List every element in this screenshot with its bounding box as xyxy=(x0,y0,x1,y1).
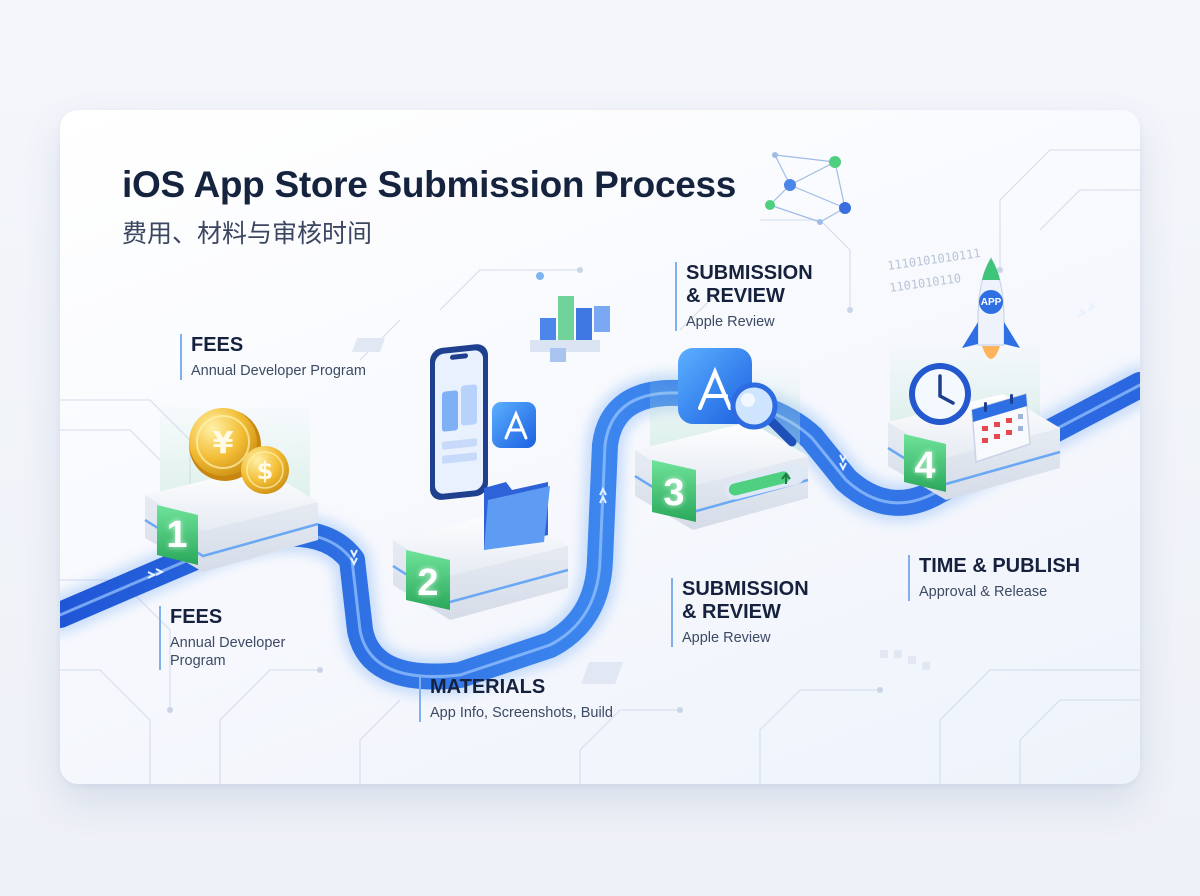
step-3-title-lower: SUBMISSION & REVIEW xyxy=(682,578,809,623)
svg-text:¥: ¥ xyxy=(213,426,234,461)
folder-icon xyxy=(484,482,550,550)
binary-line-2: 1101010110 xyxy=(888,271,961,295)
step-2-title: MATERIALS xyxy=(430,676,546,698)
step-2-label: MATERIALS App Info, Screenshots, Build xyxy=(419,676,613,722)
binary-line-1: 1110101010111 xyxy=(886,246,981,273)
svg-text:APP: APP xyxy=(981,297,1002,308)
step-1-description-lower: Annual Developer Program xyxy=(170,635,286,669)
dollar-coin-icon: $ xyxy=(241,446,289,494)
road-arrows xyxy=(147,302,1096,579)
step-1-title-upper: FEES xyxy=(191,334,244,356)
platform-1 xyxy=(144,467,319,572)
step-3-description-upper: Apple Review xyxy=(686,314,775,330)
step-4-description: Approval & Release xyxy=(919,584,1048,600)
step-4-label: TIME & PUBLISH Approval & Release xyxy=(908,555,1080,601)
clock-icon xyxy=(909,363,971,425)
step-2-description: App Info, Screenshots, Build xyxy=(430,705,613,721)
step-3-title-upper: SUBMISSION & REVIEW xyxy=(686,262,813,307)
decor-tiles xyxy=(351,338,930,684)
platform-3 xyxy=(634,422,809,530)
network-icon xyxy=(765,152,851,225)
step-1-number: 1 xyxy=(166,514,188,556)
page-subtitle: 费用、材料与审核时间 xyxy=(122,219,373,248)
yen-coin-icon: ¥ xyxy=(189,408,261,481)
step-1-title-lower: FEES xyxy=(170,606,223,628)
progress-bar-icon xyxy=(724,464,806,500)
phone-icon xyxy=(430,344,488,500)
process-illustration: 1110101010111 1101010110 xyxy=(60,149,1140,784)
svg-text:$: $ xyxy=(257,457,274,485)
badge-4 xyxy=(904,434,946,492)
step-3-number: 3 xyxy=(663,472,685,514)
badge-2 xyxy=(406,550,450,610)
badge-1 xyxy=(157,505,198,565)
step-1-label-lower: FEES Annual Developer Program xyxy=(159,606,285,670)
step-3-description-lower: Apple Review xyxy=(682,630,771,646)
app-store-icon xyxy=(492,402,536,448)
badge-3 xyxy=(652,460,696,522)
step-3-label-upper: SUBMISSION & REVIEW Apple Review xyxy=(675,262,813,331)
rocket-icon: APP xyxy=(962,256,1020,359)
bar-chart-icon xyxy=(530,296,610,362)
page-title: iOS App Store Submission Process xyxy=(122,164,737,205)
step-4-number: 4 xyxy=(914,445,936,487)
step-2-number: 2 xyxy=(417,562,439,604)
calendar-icon xyxy=(971,393,1031,464)
step-1-description-upper: Annual Developer Program xyxy=(191,363,366,379)
magnifier-icon xyxy=(730,382,797,447)
step-4-title: TIME & PUBLISH xyxy=(919,555,1081,577)
step-1-label-upper: FEES Annual Developer Program xyxy=(180,334,366,380)
step-3-label-lower: SUBMISSION & REVIEW Apple Review xyxy=(671,578,809,647)
process-card: 1110101010111 1101010110 xyxy=(60,110,1140,784)
